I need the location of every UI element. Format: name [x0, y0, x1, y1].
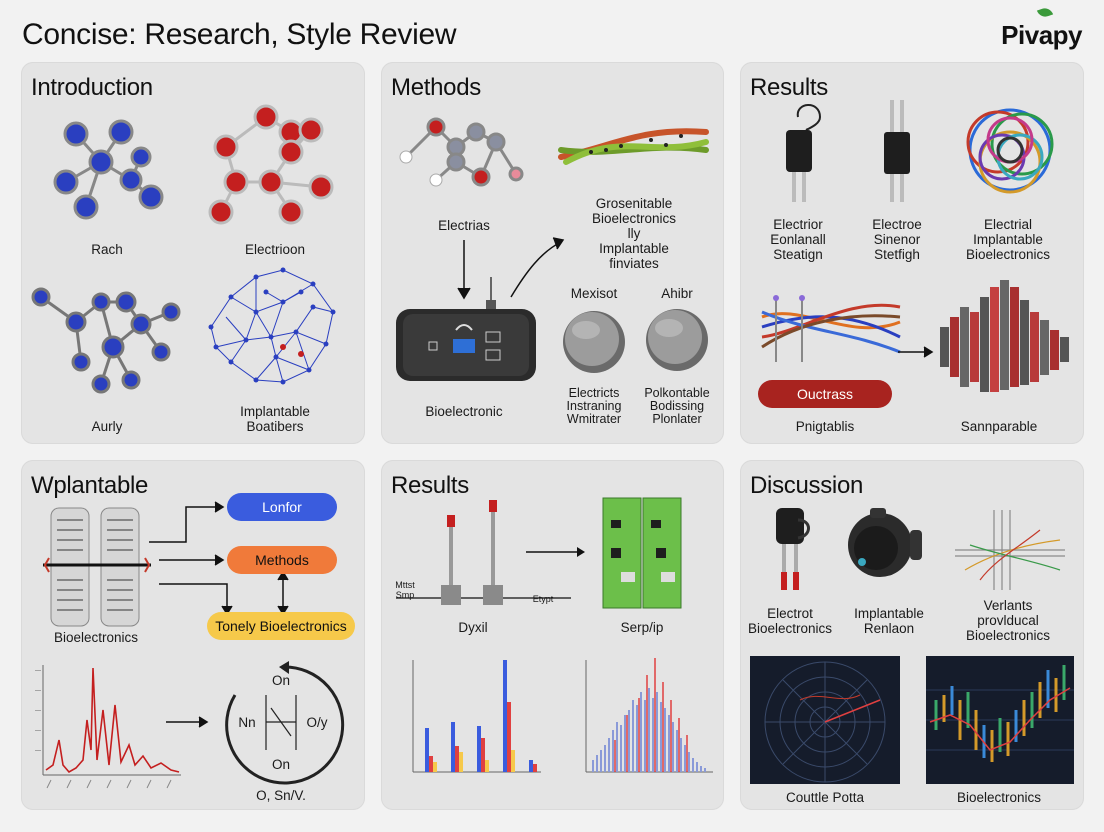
svg-text:—: — — [35, 728, 41, 734]
label-electricts: Electricts Instraning Wmitrater — [566, 386, 622, 426]
label-electrioon: Electrioon — [244, 242, 306, 257]
methods-pill[interactable]: Methods — [227, 546, 337, 574]
label-serpip: Serp/ip — [620, 620, 664, 635]
lonfor-pill[interactable]: Lonfor — [227, 493, 337, 521]
panel-heading: Discussion — [750, 472, 864, 499]
wplantable-illustrations: — — — — — — [35, 501, 345, 789]
label-implantable-renlaon: Implantable Renlaon — [854, 606, 924, 636]
label-mttst-smp: Mttst Smp — [395, 580, 415, 600]
molecular-network-icon — [210, 269, 334, 383]
label-electrior: Electrior Eonlanall Steatign — [770, 217, 826, 262]
bar-chart-icon — [412, 660, 541, 773]
label-on-bottom: On — [271, 757, 291, 772]
label-oy: O/y — [306, 715, 328, 730]
candlestick-chart-icon — [926, 656, 1074, 784]
panel-introduction: Introduction — [21, 62, 365, 444]
label-verlants: Verlants provlducal Bioelectronics — [965, 598, 1051, 643]
svg-text:—: — — [35, 668, 41, 674]
label-electrias: Electrias — [438, 218, 490, 233]
bar-array-icon — [940, 280, 1069, 392]
label-nn: Nn — [238, 715, 256, 730]
panel-results-top: Results — [740, 62, 1084, 444]
label-bioelectronics: Bioelectronics — [956, 790, 1042, 805]
panel-heading: Wplantable — [31, 472, 149, 499]
ouctrass-button[interactable]: Ouctrass — [758, 380, 892, 408]
blue-molecule-icon — [53, 119, 164, 220]
sensor-probe-icon — [786, 104, 822, 202]
label-etypt: Etypt — [532, 594, 554, 604]
leaf-icon — [1036, 5, 1054, 20]
electrode-lead-icon — [776, 508, 810, 590]
label-polkontable: Polkontable Bodissing Plonlater — [644, 386, 710, 426]
blue-cage-molecule-icon — [31, 287, 181, 394]
bioelectronic-device-icon — [396, 277, 536, 381]
reaction-cycle-icon — [225, 661, 345, 785]
panel-methods: Methods — [381, 62, 724, 444]
svg-text:—: — — [35, 748, 41, 754]
panel-heading: Methods — [391, 74, 481, 101]
label-bioelectronic: Bioelectronic — [425, 404, 503, 419]
svg-text:—: — — [35, 708, 41, 714]
panel-heading: Results — [391, 472, 469, 499]
panel-heading: Results — [750, 74, 828, 101]
sensor-probe-icon — [884, 100, 910, 202]
methods-illustrations — [396, 117, 709, 381]
panel-discussion: Discussion — [740, 460, 1084, 810]
panel-wplantable: Wplantable — [21, 460, 365, 810]
brand-logo: Pivapy — [1001, 5, 1082, 51]
panel-results-bottom: Results — [381, 460, 724, 810]
waveform-plot-icon: — — — — — — [35, 665, 181, 789]
page-title: Concise: Research, Style Review — [22, 18, 457, 51]
implantable-pump-icon — [848, 508, 922, 577]
polar-plot-icon — [750, 656, 900, 784]
label-couttle-potta: Couttle Potta — [785, 790, 865, 805]
label-electroe: Electroe Sinenor Stetfigh — [872, 217, 922, 262]
results-charts — [396, 497, 713, 773]
fiber-strands-icon — [558, 128, 709, 165]
histogram-icon — [585, 658, 713, 773]
tonely-bioelectronics-pill[interactable]: Tonely Bioelectronics — [207, 612, 355, 640]
discussion-illustrations — [750, 508, 1074, 784]
needle-electrode-icon — [396, 500, 585, 605]
electrode-disc-icon — [646, 309, 708, 371]
label-electrot: Electrot Bioelectronics — [747, 606, 833, 636]
svg-text:—: — — [35, 688, 41, 694]
wire-bundle-icon — [761, 300, 901, 362]
label-bioelectronics: Bioelectronics — [53, 630, 139, 645]
label-mexisot: Mexisot — [570, 286, 618, 301]
circuit-board-icon — [602, 497, 682, 609]
label-pnigtablis: Pnigtablis — [795, 419, 855, 434]
label-aurly: Aurly — [91, 419, 123, 434]
lattice-structure-icon — [955, 510, 1065, 590]
label-implantable-boatibers: Implantable Boatibers — [240, 404, 310, 434]
electrode-disc-icon — [563, 311, 625, 373]
label-dyxil: Dyxil — [458, 620, 488, 635]
label-ahibr: Ahibr — [661, 286, 693, 301]
label-on-top: On — [271, 673, 291, 688]
label-rach: Rach — [91, 242, 123, 257]
label-sannparable: Sannparable — [960, 419, 1038, 434]
cylinder-device-icon — [43, 507, 151, 627]
red-molecule-icon — [208, 104, 334, 225]
label-o-snv: O, Sn/V. — [256, 788, 306, 803]
results-illustrations — [761, 100, 1069, 392]
small-molecule-icon — [399, 117, 524, 187]
molecule-illustrations — [31, 104, 336, 394]
knot-coil-icon — [966, 108, 1054, 194]
label-electrial: Electrial Implantable Bioelectronics — [965, 217, 1051, 262]
label-grosenitable: Grosenitable Bioelectronics lly Implanta… — [591, 196, 677, 271]
panel-heading: Introduction — [31, 74, 153, 101]
